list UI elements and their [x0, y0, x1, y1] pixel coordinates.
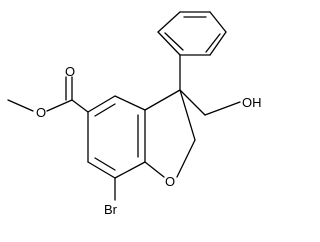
bond [114, 161, 146, 179]
bond [71, 99, 89, 113]
bond [94, 103, 116, 117]
bromine-label: Br [104, 202, 118, 217]
phenyl-ring [157, 11, 227, 56]
molecule-drawing: O O OH O Br [7, 11, 262, 217]
bond [94, 157, 116, 171]
bond [87, 161, 116, 179]
bond [157, 11, 181, 33]
bond [87, 95, 116, 113]
ring-oxygen-label: O [165, 174, 175, 189]
bond [164, 32, 184, 51]
bond [157, 31, 181, 56]
bond [144, 89, 181, 111]
bond [144, 161, 165, 178]
bond [46, 99, 73, 112]
structure-canvas: O O OH O Br [7, 11, 262, 217]
bond [205, 33, 221, 53]
hydroxyl-label: OH [242, 95, 262, 110]
bond [209, 11, 227, 33]
bond [179, 89, 206, 116]
ester-oxygen-label: O [36, 105, 46, 120]
bond [209, 31, 227, 56]
bond [176, 139, 196, 178]
carbonyl-oxygen-label: O [65, 64, 75, 79]
bond [7, 99, 34, 112]
bond [179, 89, 196, 141]
bond [204, 101, 241, 116]
bond [114, 95, 146, 111]
